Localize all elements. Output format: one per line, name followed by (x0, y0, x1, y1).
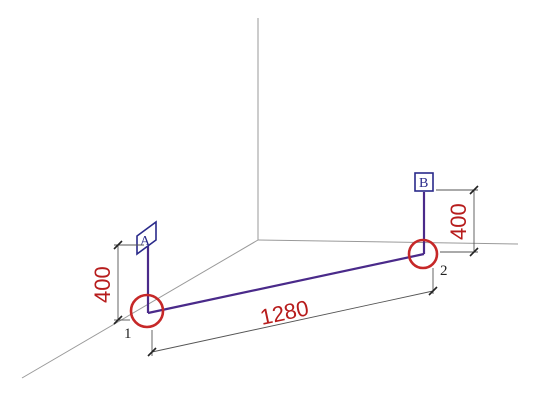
box-b-label: B (419, 176, 428, 191)
node-2-marker (407, 238, 439, 270)
point-1-label: 1 (124, 326, 132, 342)
length-dimension-line (151, 290, 434, 353)
node-1-marker (129, 293, 165, 329)
height-b-tick-top (469, 185, 479, 195)
horizontal-axis-left (21, 239, 259, 379)
horizontal-axis-right (257, 239, 519, 245)
box-a-outline (136, 220, 157, 256)
height-b-tick-bottom (469, 247, 479, 257)
box-b: B (414, 172, 434, 192)
length-dimension-label: 1280 (258, 295, 311, 330)
pipe-segment-1-2 (147, 252, 425, 315)
height-a-tick-bottom (113, 315, 123, 325)
box-a: A (136, 220, 157, 256)
length-tick-left (147, 347, 157, 357)
height-a-tick-top (113, 240, 123, 250)
length-tick-right (428, 286, 438, 296)
box-b-outline (414, 172, 434, 192)
point-2-label: 2 (440, 263, 448, 279)
height-a-dimension-label: 400 (90, 266, 115, 303)
box-a-label: A (140, 234, 151, 249)
height-b-dimension-label: 400 (446, 203, 471, 240)
